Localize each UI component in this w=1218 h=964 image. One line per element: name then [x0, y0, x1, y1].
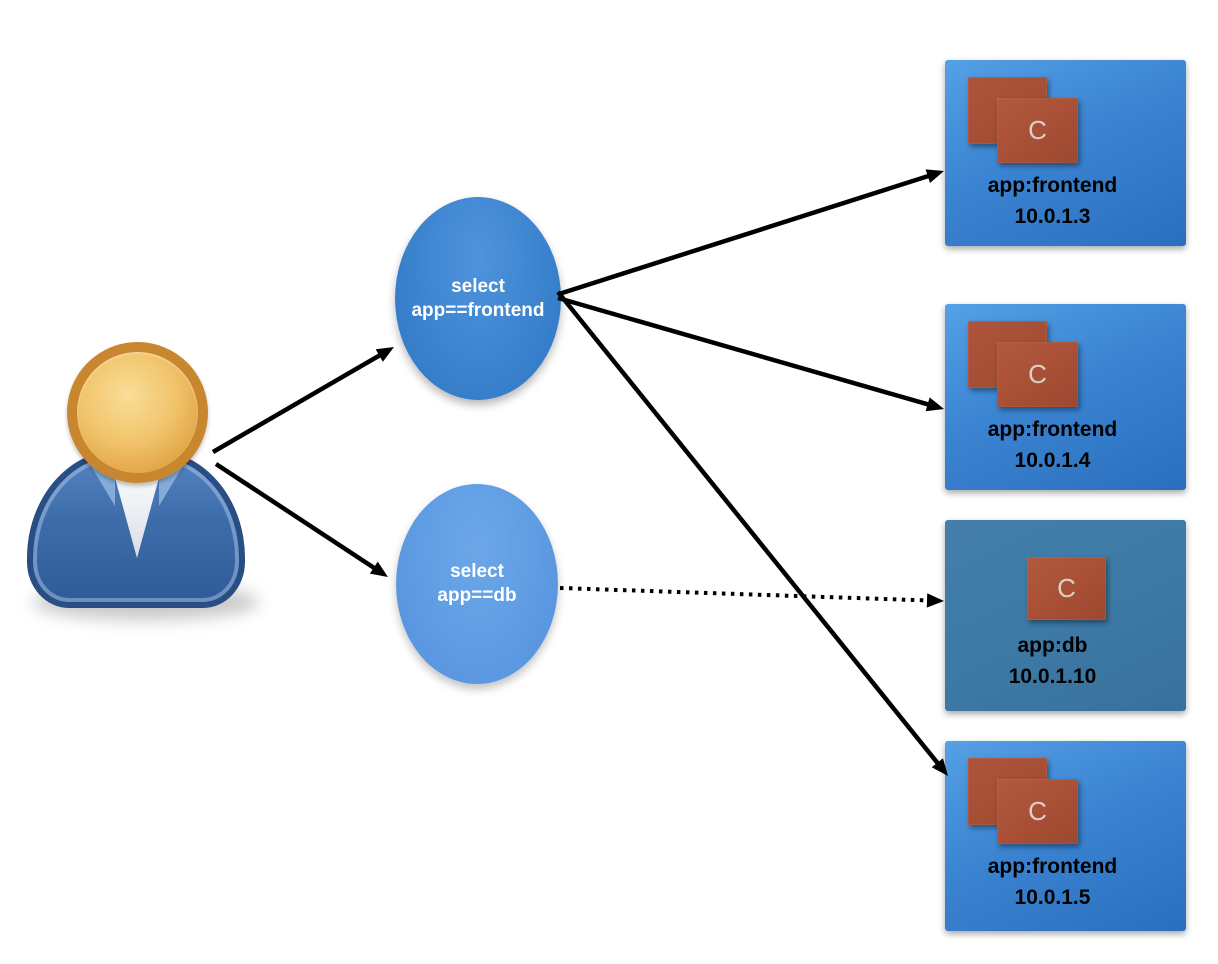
pod-card-frontend-1: C app:frontend 10.0.1.3 [945, 60, 1186, 246]
arrowhead [926, 593, 944, 608]
pod-label: app:frontend [987, 174, 1118, 197]
arrowhead [369, 561, 388, 577]
pod-label: app:db [1017, 634, 1088, 657]
pod-card-frontend-2: C app:frontend 10.0.1.4 [945, 304, 1186, 490]
selector-ellipse-frontend: select app==frontend [395, 197, 561, 400]
arrow-selector-frontend-to-pod4 [556, 290, 943, 769]
arrowhead [925, 169, 944, 184]
pod-ip: 10.0.1.3 [1014, 205, 1091, 228]
container-icon: C [997, 779, 1078, 844]
container-icon: C [997, 342, 1078, 407]
pod-ip: 10.0.1.10 [1008, 665, 1097, 688]
pod-label-block: app:db 10.0.1.10 [945, 630, 1160, 692]
pod-label: app:frontend [987, 418, 1118, 441]
selector-ellipse-db: select app==db [396, 484, 558, 684]
container-letter: C [1028, 359, 1047, 389]
pod-label: app:frontend [987, 855, 1118, 878]
selector-db-line1: select [450, 561, 504, 582]
container-letter: C [1028, 115, 1047, 145]
pod-ip: 10.0.1.4 [1014, 449, 1091, 472]
pod-ip: 10.0.1.5 [1014, 886, 1091, 909]
pod-card-db: C app:db 10.0.1.10 [945, 520, 1186, 711]
user-head [67, 342, 208, 483]
arrowhead [925, 397, 944, 412]
arrow-selector-db-to-pod3 [559, 586, 934, 603]
selector-frontend-line1: select [451, 275, 505, 297]
arrowhead [375, 347, 394, 362]
pod-label-block: app:frontend 10.0.1.5 [945, 851, 1160, 913]
pod-label-block: app:frontend 10.0.1.4 [945, 414, 1160, 476]
container-letter: C [1028, 796, 1047, 826]
container-icon: C [997, 98, 1078, 163]
selector-db-line2: app==db [437, 585, 517, 606]
pod-label-block: app:frontend 10.0.1.3 [945, 170, 1160, 232]
selector-frontend-line2: app==frontend [411, 299, 545, 321]
container-letter: C [1057, 573, 1076, 603]
pod-card-frontend-3: C app:frontend 10.0.1.5 [945, 741, 1186, 931]
arrow-selector-frontend-to-pod2 [557, 295, 935, 409]
arrow-selector-frontend-to-pod1 [558, 172, 935, 297]
user-icon [25, 338, 265, 628]
container-icon: C [1027, 557, 1106, 620]
